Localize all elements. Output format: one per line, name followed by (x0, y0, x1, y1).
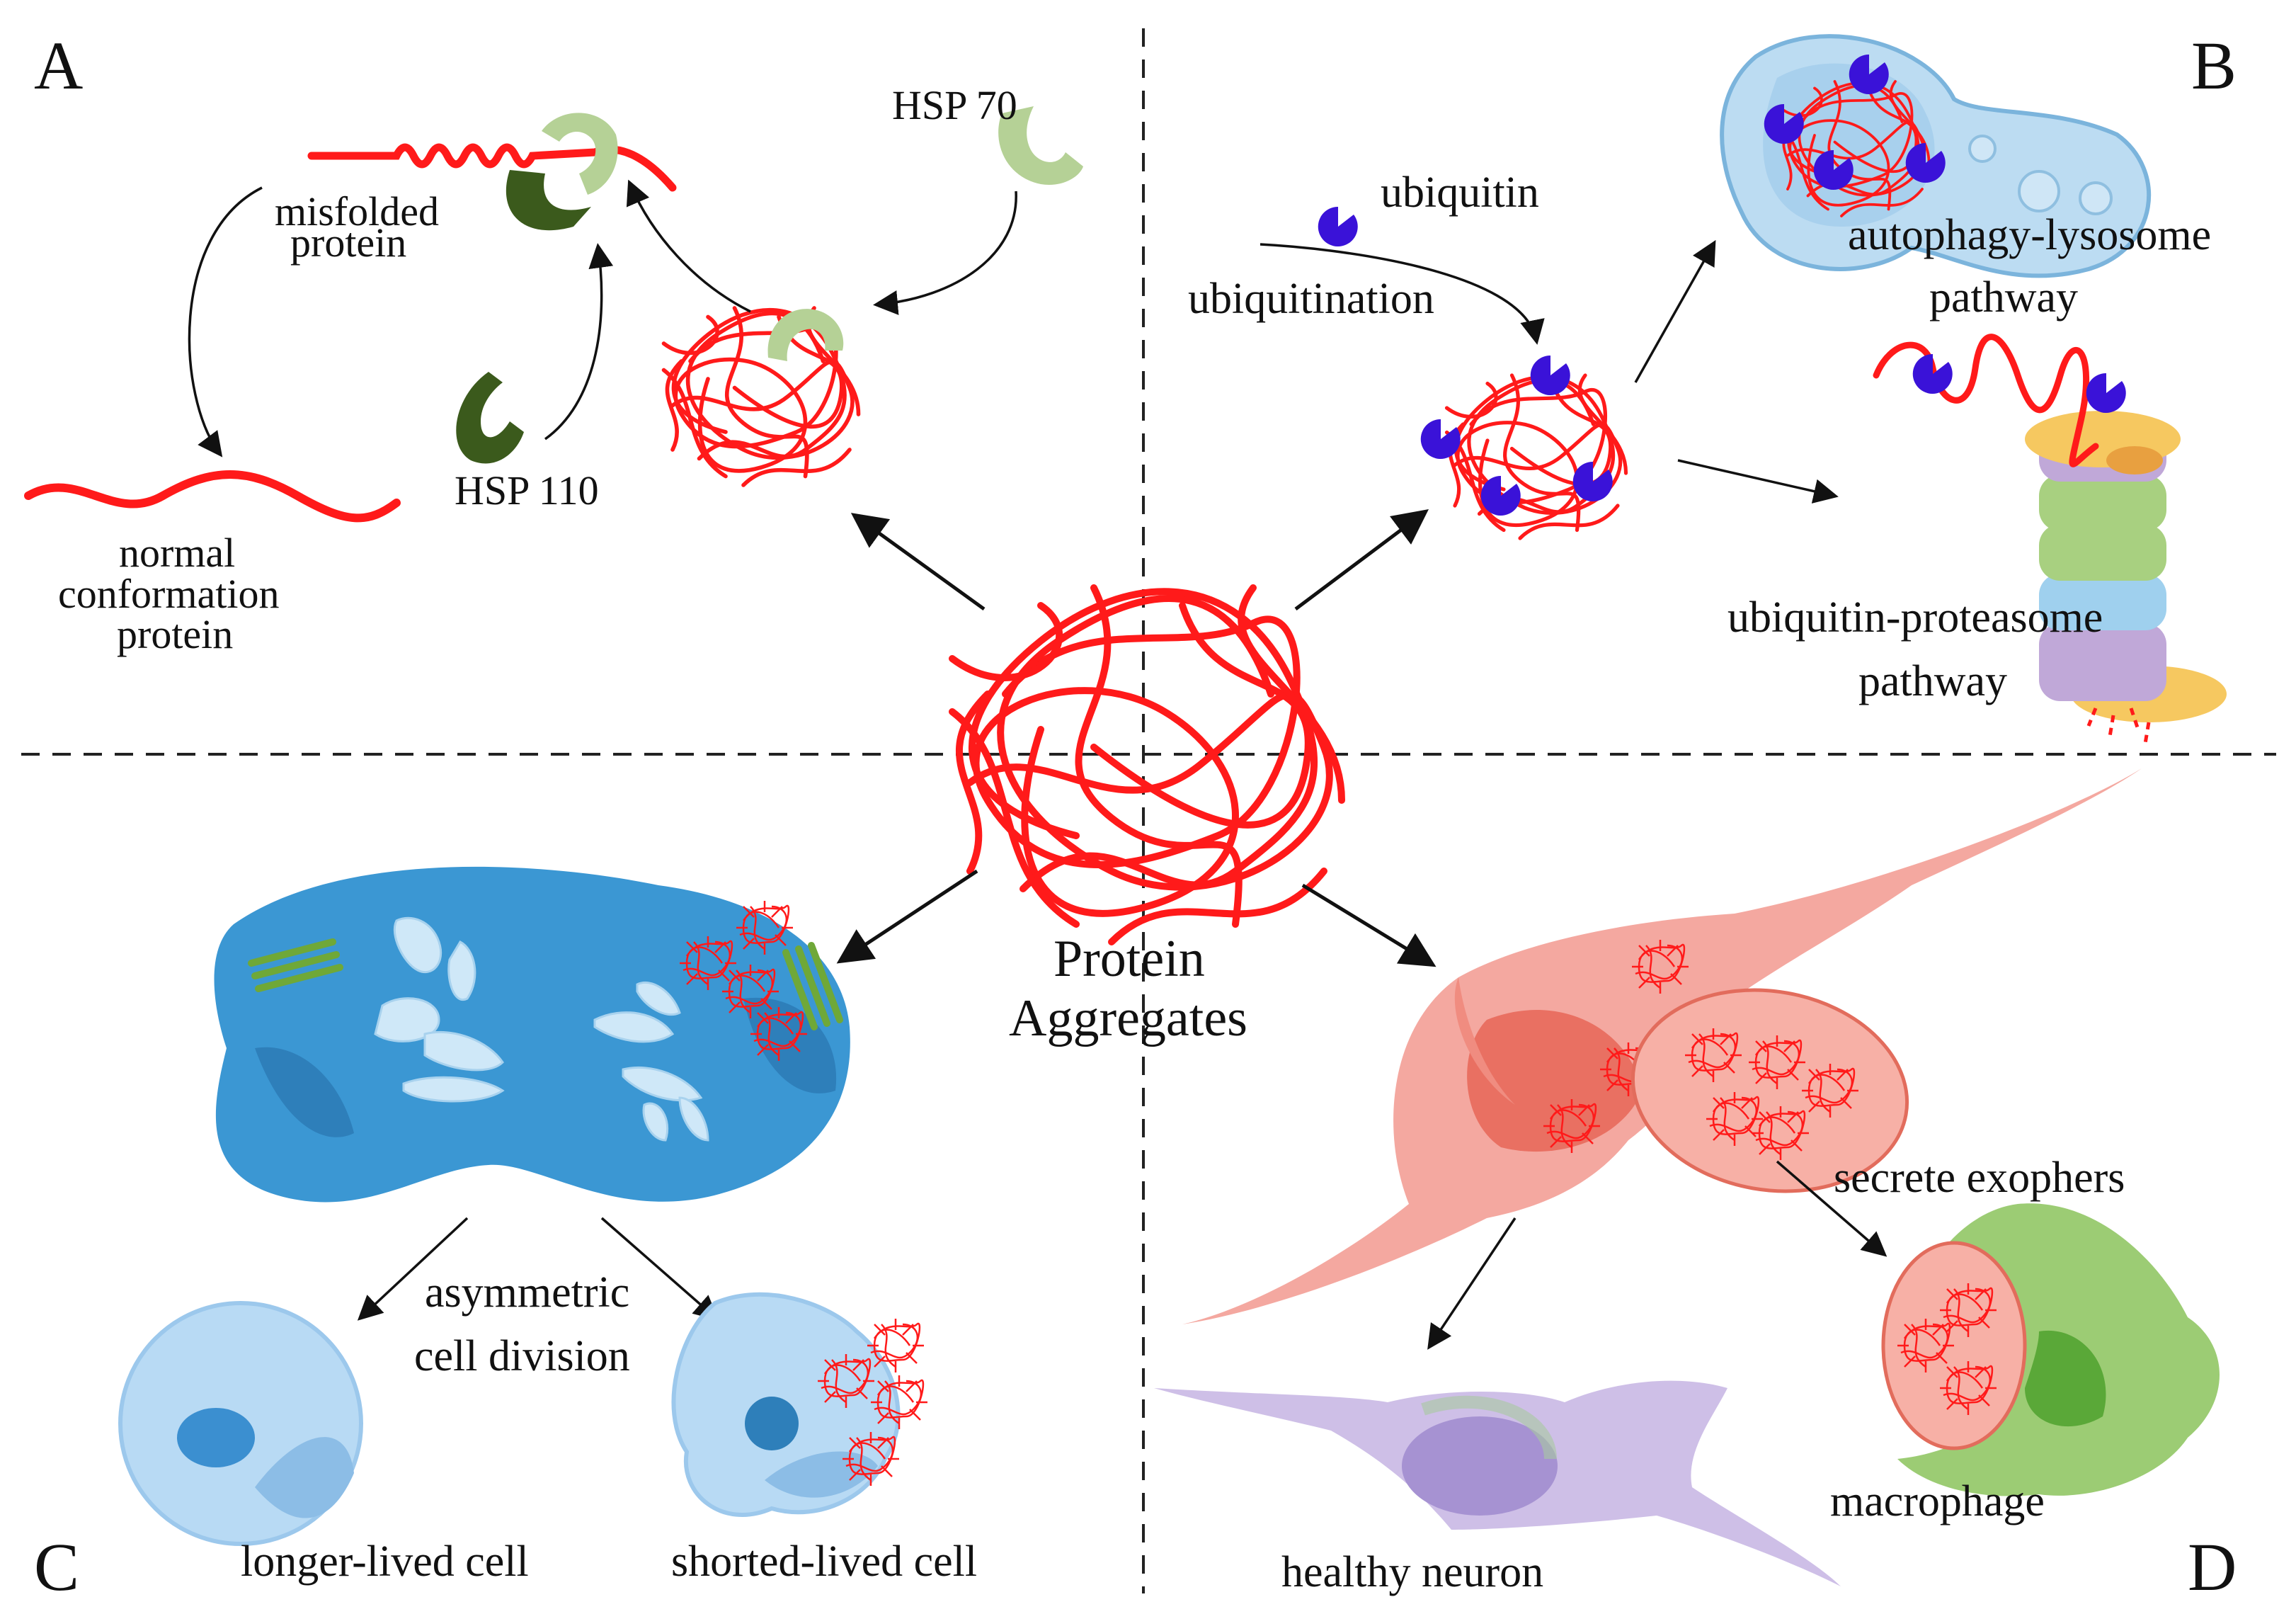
autophagy-label-line1: autophagy-lysosome (1848, 211, 2211, 259)
shorter-lived-nucleus (745, 1397, 799, 1450)
proteasome-label-line1: ubiquitin-proteasome (1727, 593, 2103, 642)
centriole-right (782, 942, 843, 1030)
proteasome-label-line2: pathway (1858, 657, 2007, 705)
division-arrows (357, 1217, 719, 1321)
chromosomes (374, 916, 709, 1142)
misfolded-label-line2: protein (290, 220, 406, 266)
normal-label-line1: normal (119, 530, 235, 576)
neuron-nucleus (1467, 1010, 1643, 1152)
central-aggregate-group: Protein Aggregates (836, 509, 1437, 1047)
panel-d-letter: D (2188, 1529, 2237, 1605)
hsp110-free-icon (456, 372, 524, 464)
ubiquitin-icon (1912, 353, 1953, 394)
proteasome-complex (2025, 411, 2227, 722)
centriole-left (248, 938, 343, 992)
hsp70-label: HSP 70 (892, 82, 1017, 128)
hsp110-label: HSP 110 (455, 467, 599, 513)
asym-label-line1: asymmetric (425, 1268, 629, 1317)
panel-d-arrows (1427, 1160, 1887, 1350)
ubiquitin-label: ubiquitin (1381, 169, 1539, 217)
hsp70-on-aggregate-icon (767, 309, 844, 361)
longer-lived-nucleus (177, 1408, 255, 1467)
longer-lived-label: longer-lived cell (241, 1538, 529, 1586)
misfolded-protein-strand (307, 143, 677, 192)
panel-a: A misfolded protein HSP 70 HSP 110 norma… (24, 28, 1083, 657)
autophagy-label-line2: pathway (1929, 273, 2078, 322)
exophers-label: secrete exophers (1834, 1154, 2125, 1202)
healthy-neuron-nucleus (1402, 1416, 1558, 1516)
ubiquitination-label: ubiquitination (1188, 275, 1434, 323)
hsp110-bound-icon (506, 170, 591, 231)
asym-label-line2: cell division (414, 1332, 630, 1380)
center-label-line1: Protein (1053, 930, 1205, 988)
ubiquitin-icon (2086, 373, 2126, 413)
panel-a-arrows (188, 179, 1017, 458)
panel-b-aggregate (1447, 375, 1626, 538)
panel-b: B autophagy-lysosome pathway ubiquitin u… (1188, 28, 2237, 744)
hsp70-free-icon (998, 106, 1083, 185)
ubiquitin-icon (1530, 355, 1570, 395)
normal-label-line3: protein (117, 611, 233, 657)
ubiquitin-icon (1480, 475, 1521, 516)
panel-d: D secrete exophers macrophage (1154, 768, 2237, 1605)
panel-a-letter: A (34, 28, 83, 103)
panel-b-arrows (1260, 239, 1839, 504)
healthy-neuron-label: healthy neuron (1281, 1548, 1543, 1596)
shorter-lived-label: shorted-lived cell (671, 1538, 977, 1586)
macrophage-label: macrophage (1830, 1477, 2045, 1525)
hsp70-bound-icon (542, 113, 618, 195)
misfolded-label-line1: misfolded (275, 188, 439, 234)
central-protein-aggregate (952, 588, 1342, 942)
ubiquitinated-protein-strand (1873, 334, 2099, 467)
center-arrows (836, 509, 1437, 967)
ubiquitin-free-icon (1318, 206, 1358, 246)
panel-c-letter: C (34, 1529, 79, 1605)
normal-label-line2: conformation (58, 571, 279, 617)
macrophage-nucleus (2025, 1330, 2106, 1427)
panel-c: C (34, 866, 977, 1605)
panel-b-letter: B (2191, 28, 2237, 103)
normal-protein-strand (24, 470, 401, 523)
ubiquitin-icon (1420, 419, 1461, 459)
center-label-line2: Aggregates (1009, 989, 1247, 1047)
